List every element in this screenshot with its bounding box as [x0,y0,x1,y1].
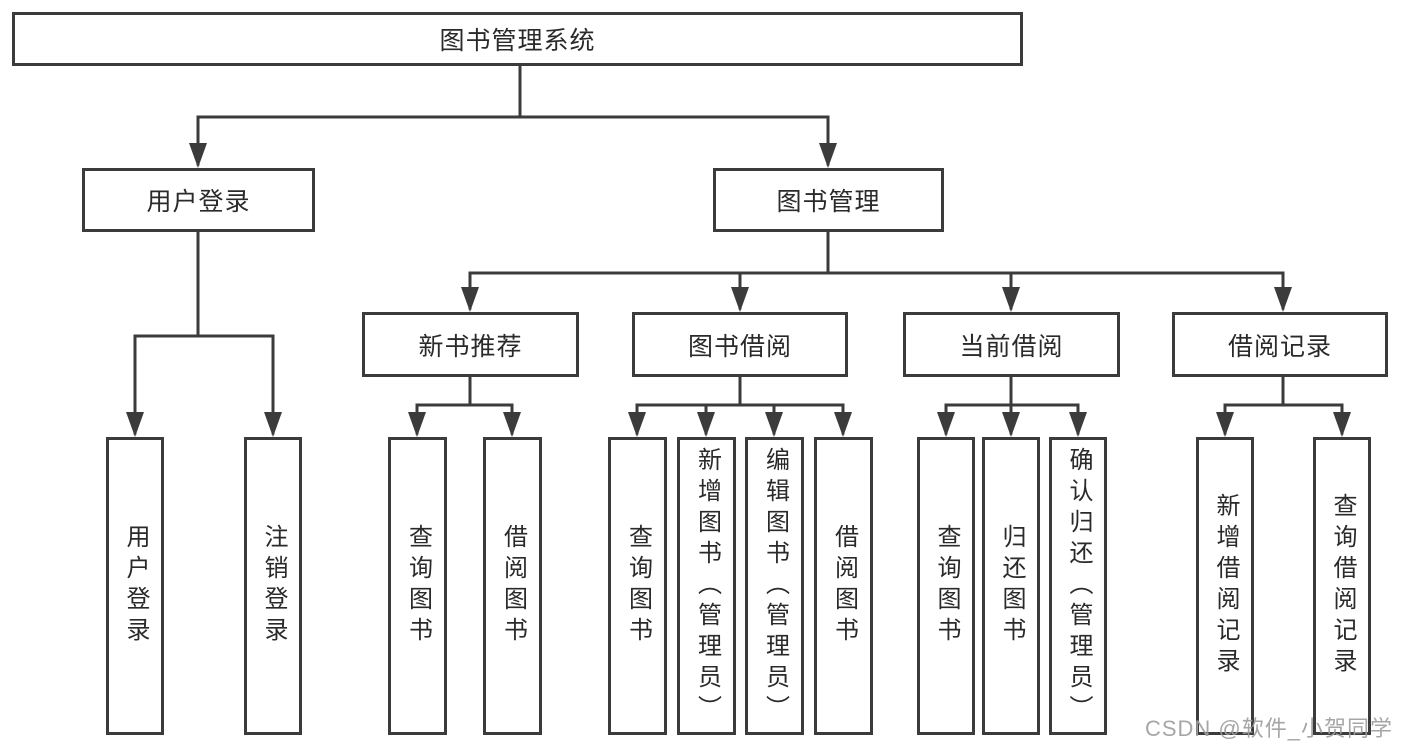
node-book-borrow: 图书借阅 [632,312,848,377]
node-label: 新书推荐 [418,332,523,361]
leaf-label: 注销登录 [260,524,287,648]
leaf-add-borrow-record: 新增借阅记录 [1196,437,1254,735]
node-new-book-recommend: 新书推荐 [362,312,579,377]
node-user-login: 用户登录 [82,168,315,232]
leaf-query-books-2: 查询图书 [608,437,667,735]
leaf-label: 借阅图书 [499,524,527,648]
node-label: 图书管理 [776,188,881,216]
node-label: 图书管理系统 [439,27,596,55]
arrowhead-icons [126,143,1351,437]
node-label: 当前借阅 [959,332,1064,361]
node-label: 用户登录 [146,188,251,216]
leaf-logout: 注销登录 [244,437,302,735]
leaf-query-borrow-record: 查询借阅记录 [1313,437,1371,735]
leaf-label: 新增图书（管理员） [693,446,721,726]
leaf-label: 查询借阅记录 [1329,493,1356,679]
node-borrow-records: 借阅记录 [1172,312,1388,377]
leaf-borrow-books-1: 借阅图书 [483,437,542,735]
leaf-edit-books-admin: 编辑图书（管理员） [745,437,804,735]
leaf-label: 查询图书 [933,524,960,648]
leaf-query-books-1: 查询图书 [388,437,447,735]
leaf-label: 新增借阅记录 [1212,493,1239,679]
leaf-confirm-return-admin: 确认归还（管理员） [1049,437,1107,735]
leaf-label: 归还图书 [998,524,1025,648]
leaf-label: 查询图书 [404,524,432,648]
leaf-borrow-books-2: 借阅图书 [814,437,873,735]
leaf-label: 编辑图书（管理员） [761,446,789,726]
leaf-query-books-3: 查询图书 [917,437,975,735]
node-current-borrow: 当前借阅 [903,312,1120,377]
leaf-label: 借阅图书 [830,524,858,648]
node-root-library-system: 图书管理系统 [12,12,1023,66]
leaf-label: 确认归还（管理员） [1065,446,1092,726]
node-book-management: 图书管理 [713,168,944,232]
node-label: 借阅记录 [1227,332,1332,361]
leaf-label: 查询图书 [624,524,652,648]
leaf-return-books: 归还图书 [982,437,1040,735]
leaf-user-login: 用户登录 [106,437,164,735]
leaf-add-books-admin: 新增图书（管理员） [677,437,736,735]
node-label: 图书借阅 [687,332,792,361]
csdn-watermark: CSDN @软件_小贺同学 [1144,716,1393,741]
leaf-label: 用户登录 [122,524,149,648]
